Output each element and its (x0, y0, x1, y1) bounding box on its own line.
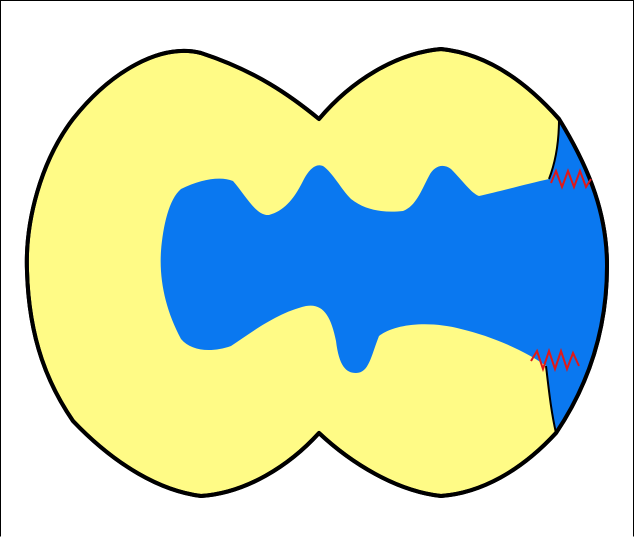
diagram-canvas (0, 0, 634, 537)
diagram-figure (1, 1, 634, 537)
